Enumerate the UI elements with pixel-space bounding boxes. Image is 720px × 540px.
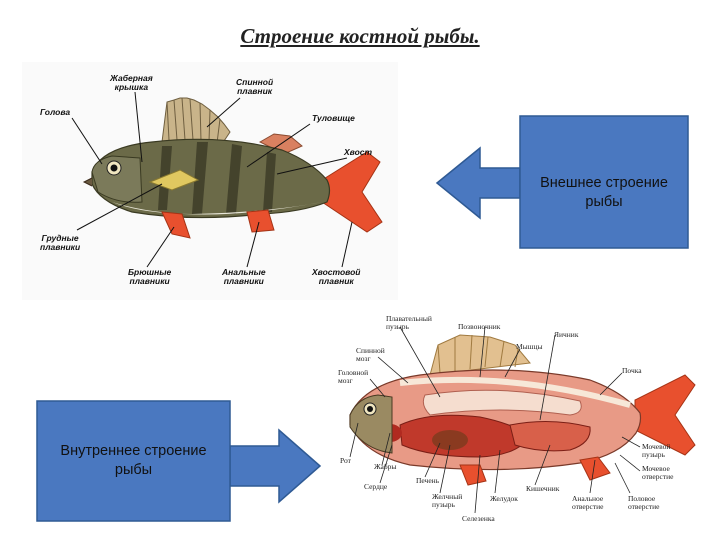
label-spinal-cord: Спинной мозг: [356, 346, 385, 363]
label-urinary-opening: Мочевое отверстие: [642, 464, 674, 481]
internal-callout-text: Внутреннее строение рыбы: [60, 443, 207, 478]
label-head: Голова: [40, 107, 71, 117]
label-tail: Хвост: [344, 147, 373, 157]
label-liver: Печень: [416, 476, 440, 485]
label-anal-fins: Анальные плавники: [222, 267, 266, 286]
label-dorsal-fin: Спинной плавник: [236, 77, 274, 96]
internal-fish-illustration: [349, 326, 696, 514]
label-kidney: Почка: [622, 366, 642, 375]
label-anus: Анальное отверстие: [572, 494, 604, 511]
label-spine: Позвоночник: [458, 322, 501, 331]
label-muscles: Мышцы: [516, 342, 543, 351]
label-gills: Жабры: [374, 462, 397, 471]
label-pectoral-fins: Грудные плавники: [40, 233, 81, 252]
internal-callout-arrow: [229, 428, 322, 504]
external-callout-text: Внешнее строение рыбы: [540, 175, 668, 210]
label-heart: Сердце: [364, 482, 388, 491]
label-trunk: Туловище: [312, 113, 355, 123]
label-intestine: Кишечник: [526, 484, 560, 493]
label-brain: Головной мозг: [338, 368, 369, 385]
internal-structure-diagram: Плавательный пузырь Позвоночник Яичник М…: [330, 305, 700, 535]
page-title: Строение костной рыбы.: [240, 24, 480, 48]
label-gallbladder: Желчный пузырь: [432, 492, 463, 509]
label-urinary-bladder: Мочевой пузырь: [642, 442, 671, 459]
label-mouth: Рот: [340, 456, 351, 465]
external-fish-illustration: [71, 91, 383, 268]
label-ovary: Яичник: [554, 330, 579, 339]
label-pelvic-fins: Брюшные плавники: [128, 267, 172, 286]
label-genital-opening: Половое отверстие: [628, 494, 660, 511]
label-swim-bladder: Плавательный пузырь: [386, 314, 432, 331]
label-stomach: Желудок: [490, 494, 518, 503]
label-caudal-fin: Хвостовой плавник: [312, 267, 361, 286]
external-callout-arrow: [435, 146, 521, 220]
label-gill-cover: Жаберная крышка: [110, 73, 153, 92]
external-structure-diagram: Жаберная крышка Голова Спинной плавник Т…: [22, 62, 398, 300]
label-spleen: Селезенка: [462, 514, 495, 523]
